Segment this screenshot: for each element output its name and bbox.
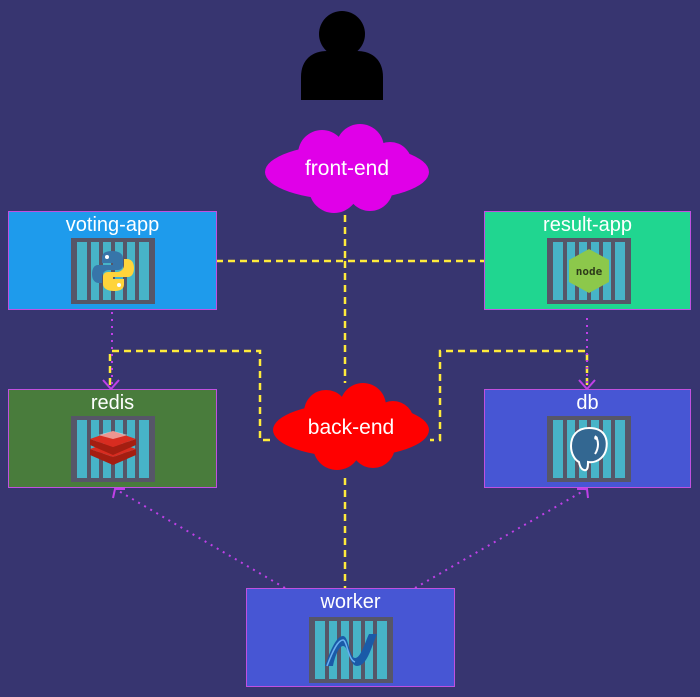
redis-node: redis bbox=[8, 389, 217, 488]
redis-icon bbox=[90, 431, 136, 465]
worker-db-arrowhead bbox=[577, 488, 589, 499]
front-end-cloud-icon bbox=[265, 124, 429, 213]
back-end-cloud-icon bbox=[273, 383, 429, 470]
container-icon bbox=[71, 238, 155, 304]
voting-app-label: voting-app bbox=[65, 214, 160, 236]
container-icon bbox=[309, 617, 393, 683]
front-end-label: front-end bbox=[304, 157, 390, 180]
worker-node: worker bbox=[246, 588, 455, 687]
worker-to-redis-flow bbox=[116, 489, 286, 589]
worker-to-db-flow bbox=[414, 489, 586, 589]
worker-label: worker bbox=[320, 591, 381, 613]
svg-text:node: node bbox=[576, 265, 603, 278]
container-icon bbox=[71, 416, 155, 482]
db-label: db bbox=[576, 392, 599, 414]
user-icon bbox=[301, 11, 383, 100]
result-app-label: result-app bbox=[543, 214, 632, 236]
container-icon bbox=[547, 416, 631, 482]
nodejs-icon: node bbox=[569, 249, 609, 293]
voting-app-node: voting-app bbox=[8, 211, 217, 310]
back-end-link-db bbox=[430, 349, 589, 442]
back-end-label: back-end bbox=[307, 416, 395, 439]
dotnet-icon bbox=[325, 634, 377, 667]
back-end-link-redis bbox=[108, 349, 275, 442]
result-app-node: result-app node bbox=[484, 211, 691, 310]
postgresql-icon bbox=[569, 426, 608, 472]
python-icon bbox=[92, 251, 134, 291]
redis-label: redis bbox=[90, 392, 135, 414]
container-icon: node bbox=[547, 238, 631, 304]
container-bars bbox=[315, 621, 387, 679]
worker-redis-arrowhead bbox=[112, 488, 125, 499]
db-node: db bbox=[484, 389, 691, 488]
